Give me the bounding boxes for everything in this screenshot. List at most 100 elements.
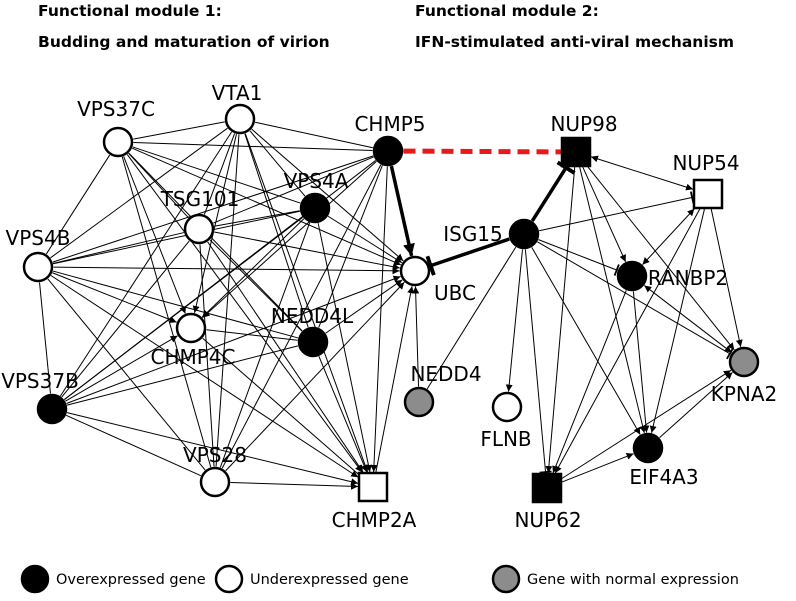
node-label-nup62: NUP62 — [514, 508, 581, 532]
node-ubc[interactable] — [399, 255, 431, 287]
node-nup98[interactable] — [560, 136, 592, 168]
edge-nup54-kpna2 — [710, 208, 743, 347]
edge-vta1-nedd4l — [244, 133, 309, 328]
edge-vta1-chmp4c — [192, 133, 237, 314]
node-vta1[interactable] — [224, 103, 256, 135]
edge-chmp2a-ubc — [375, 286, 415, 473]
edge-vps4a-vps4b — [53, 210, 300, 265]
edge-vps4a-chmp4c — [201, 218, 305, 318]
edge-nedd4-ubc — [412, 286, 420, 387]
edge-chmp4c-chmp2a — [202, 337, 359, 475]
edge-vps4a-ubc — [327, 215, 403, 264]
node-tsg101[interactable] — [183, 213, 215, 245]
edge-vps37c-tsg101 — [128, 153, 189, 218]
node-label-nup98: NUP98 — [550, 112, 617, 136]
edge-isg15-ranbp2 — [538, 239, 620, 276]
node-nedd4l[interactable] — [297, 326, 329, 358]
node-eif4a3[interactable] — [632, 432, 664, 464]
edge-vps37b-chmp2a — [66, 412, 359, 486]
edge-chmp5-tsg101 — [213, 156, 374, 224]
edge-vta1-chmp2a — [244, 133, 369, 473]
edge-nup98-nup62 — [545, 166, 576, 474]
edge-tsg101-nedd4l — [209, 239, 303, 332]
labels-layer: VTA1VPS37CCHMP5VPS4ATSG101VPS4BUBCCHMP4C… — [1, 81, 777, 532]
edge-vps37c-nedd4l — [128, 152, 303, 332]
edge-isg15-nedd4 — [426, 246, 517, 390]
nodes-layer — [22, 103, 760, 504]
edge-vta1-vps28 — [215, 134, 240, 467]
legend-label-overexpressed: Overexpressed gene — [56, 572, 206, 588]
node-nup54[interactable] — [692, 178, 724, 210]
edge-isg15-nup54 — [539, 191, 695, 232]
edge-eif4a3-kpna2 — [659, 371, 733, 439]
edge-vps37c-vps4b — [45, 154, 111, 255]
edge-chmp5-chmp2a — [370, 166, 388, 473]
edge-nup98-nup54 — [590, 155, 694, 191]
edge-vps37b-ubc — [66, 275, 401, 404]
node-nup62[interactable] — [531, 472, 563, 504]
node-chmp2a[interactable] — [357, 471, 389, 503]
node-label-kpna2: KPNA2 — [711, 382, 778, 406]
node-vps37b[interactable] — [36, 393, 68, 425]
edge-vps37c-chmp4c — [123, 156, 187, 314]
edge-vps28-chmp2a — [230, 481, 359, 490]
edge-vps4a-chmp2a — [317, 223, 372, 473]
node-ranbp2[interactable] — [616, 260, 648, 292]
node-isg15[interactable] — [508, 218, 540, 250]
edge-chmp5-chmp4c — [202, 160, 377, 319]
node-label-vps28: VPS28 — [183, 443, 247, 467]
edge-tsg101-vps4b — [52, 232, 185, 264]
edge-vps4b-ubc — [53, 266, 400, 275]
legend: Overexpressed gene Underexpressed gene Gen… — [20, 564, 739, 594]
edge-isg15-nup98 — [530, 160, 576, 222]
edge-vps37c-ubc — [132, 147, 401, 266]
legend-label-underexpressed: Underexpressed gene — [250, 572, 409, 588]
node-chmp4c[interactable] — [175, 312, 207, 344]
edge-chmp5-nup98 — [403, 148, 562, 155]
module-1-heading: Functional module 1: — [38, 2, 222, 20]
node-nedd4[interactable] — [403, 386, 435, 418]
edge-vps4a-vps28 — [219, 222, 311, 468]
edge-vps37c-vta1 — [133, 121, 225, 140]
edge-tsg101-chmp2a — [207, 241, 364, 473]
edge-vta1-vps37b — [60, 131, 232, 397]
edge-nup54-nup62 — [554, 208, 701, 474]
node-chmp5[interactable] — [372, 135, 404, 167]
edge-nup98-ranbp2 — [582, 166, 627, 263]
edge-vps37c-chmp5 — [133, 142, 373, 151]
edge-isg15-eif4a3 — [531, 247, 641, 435]
edge-nedd4l-vps37b — [66, 345, 299, 406]
node-vps28[interactable] — [199, 466, 231, 498]
edge-nedd4l-chmp2a — [318, 356, 368, 473]
node-label-vta1: VTA1 — [212, 81, 263, 105]
legend-swatch-normal — [491, 564, 521, 594]
edge-tsg101-ubc — [214, 231, 400, 271]
node-label-ubc: UBC — [434, 281, 476, 305]
edge-vps4b-chmp4c — [52, 272, 177, 323]
edge-isg15-ubc — [425, 237, 510, 276]
node-vps37c[interactable] — [102, 126, 134, 158]
legend-label-normal: Gene with normal expression — [527, 572, 739, 588]
edge-chmp5-nedd4l — [318, 165, 383, 328]
edge-vps4b-nedd4l — [52, 270, 299, 339]
node-label-vps37c: VPS37C — [77, 97, 155, 121]
node-vps4a[interactable] — [299, 192, 331, 224]
module-2-heading: Functional module 2: — [415, 2, 599, 20]
node-label-nup54: NUP54 — [672, 151, 739, 175]
node-flnb[interactable] — [491, 391, 523, 423]
node-kpna2[interactable] — [728, 346, 760, 378]
edge-vps37c-chmp2a — [126, 154, 363, 473]
node-label-chmp5: CHMP5 — [354, 112, 425, 136]
edge-nup54-ranbp2 — [642, 208, 695, 265]
node-label-flnb: FLNB — [480, 427, 531, 451]
edge-isg15-flnb — [505, 249, 523, 392]
node-label-chmp4c: CHMP4C — [150, 345, 235, 369]
edge-chmp5-vps4b — [52, 155, 374, 263]
edge-nedd4l-ubc — [325, 279, 403, 334]
edge-ranbp2-eif4a3 — [632, 291, 650, 433]
edge-nup98-eif4a3 — [579, 166, 647, 434]
edge-nedd4l-chmp4c — [206, 329, 298, 341]
node-label-tsg101: TSG101 — [160, 187, 240, 211]
node-vps4b[interactable] — [22, 251, 54, 283]
